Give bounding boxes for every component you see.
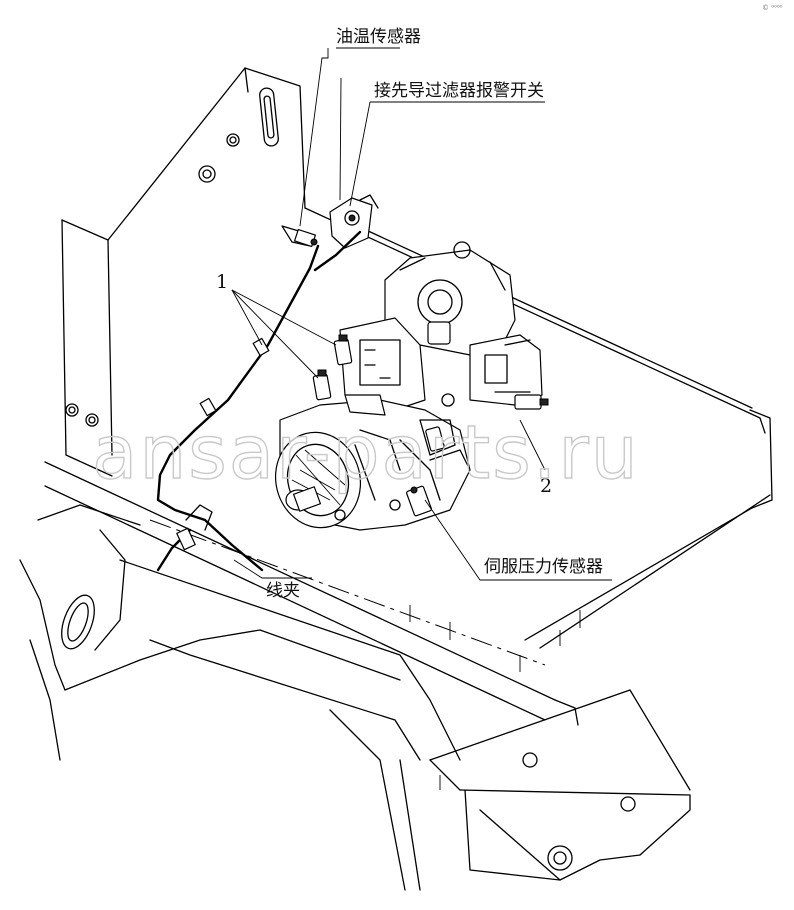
pressure-sensors — [312, 334, 549, 517]
sensor-a — [312, 369, 332, 401]
sensor-b — [333, 334, 353, 366]
callout-2: 2 — [540, 475, 552, 497]
filter-alarm-switch — [329, 194, 379, 249]
sensor-c — [514, 394, 549, 410]
label-oil-temp-sensor: 油温传感器 — [336, 27, 421, 47]
center-line — [149, 519, 546, 666]
leader-lines — [231, 47, 612, 581]
corner-mark: © ⁰⁰⁰⁰ — [762, 4, 783, 12]
clamp-1 — [252, 337, 270, 357]
label-filter-alarm-switch: 接先导过滤器报警开关 — [374, 81, 544, 101]
servo-sensor — [406, 485, 432, 517]
sensor-d — [425, 426, 445, 452]
watermark: ansar-parts.ru — [92, 410, 640, 496]
callout-1: 1 — [216, 271, 228, 293]
label-servo-pressure-sensor: 伺服压力传感器 — [484, 557, 603, 577]
cable-harness — [156, 230, 362, 572]
clamp-3 — [176, 504, 213, 551]
clamp-2 — [199, 397, 217, 417]
oil-temp-sensor — [281, 225, 318, 248]
label-wire-clamp: 线夹 — [266, 581, 300, 601]
